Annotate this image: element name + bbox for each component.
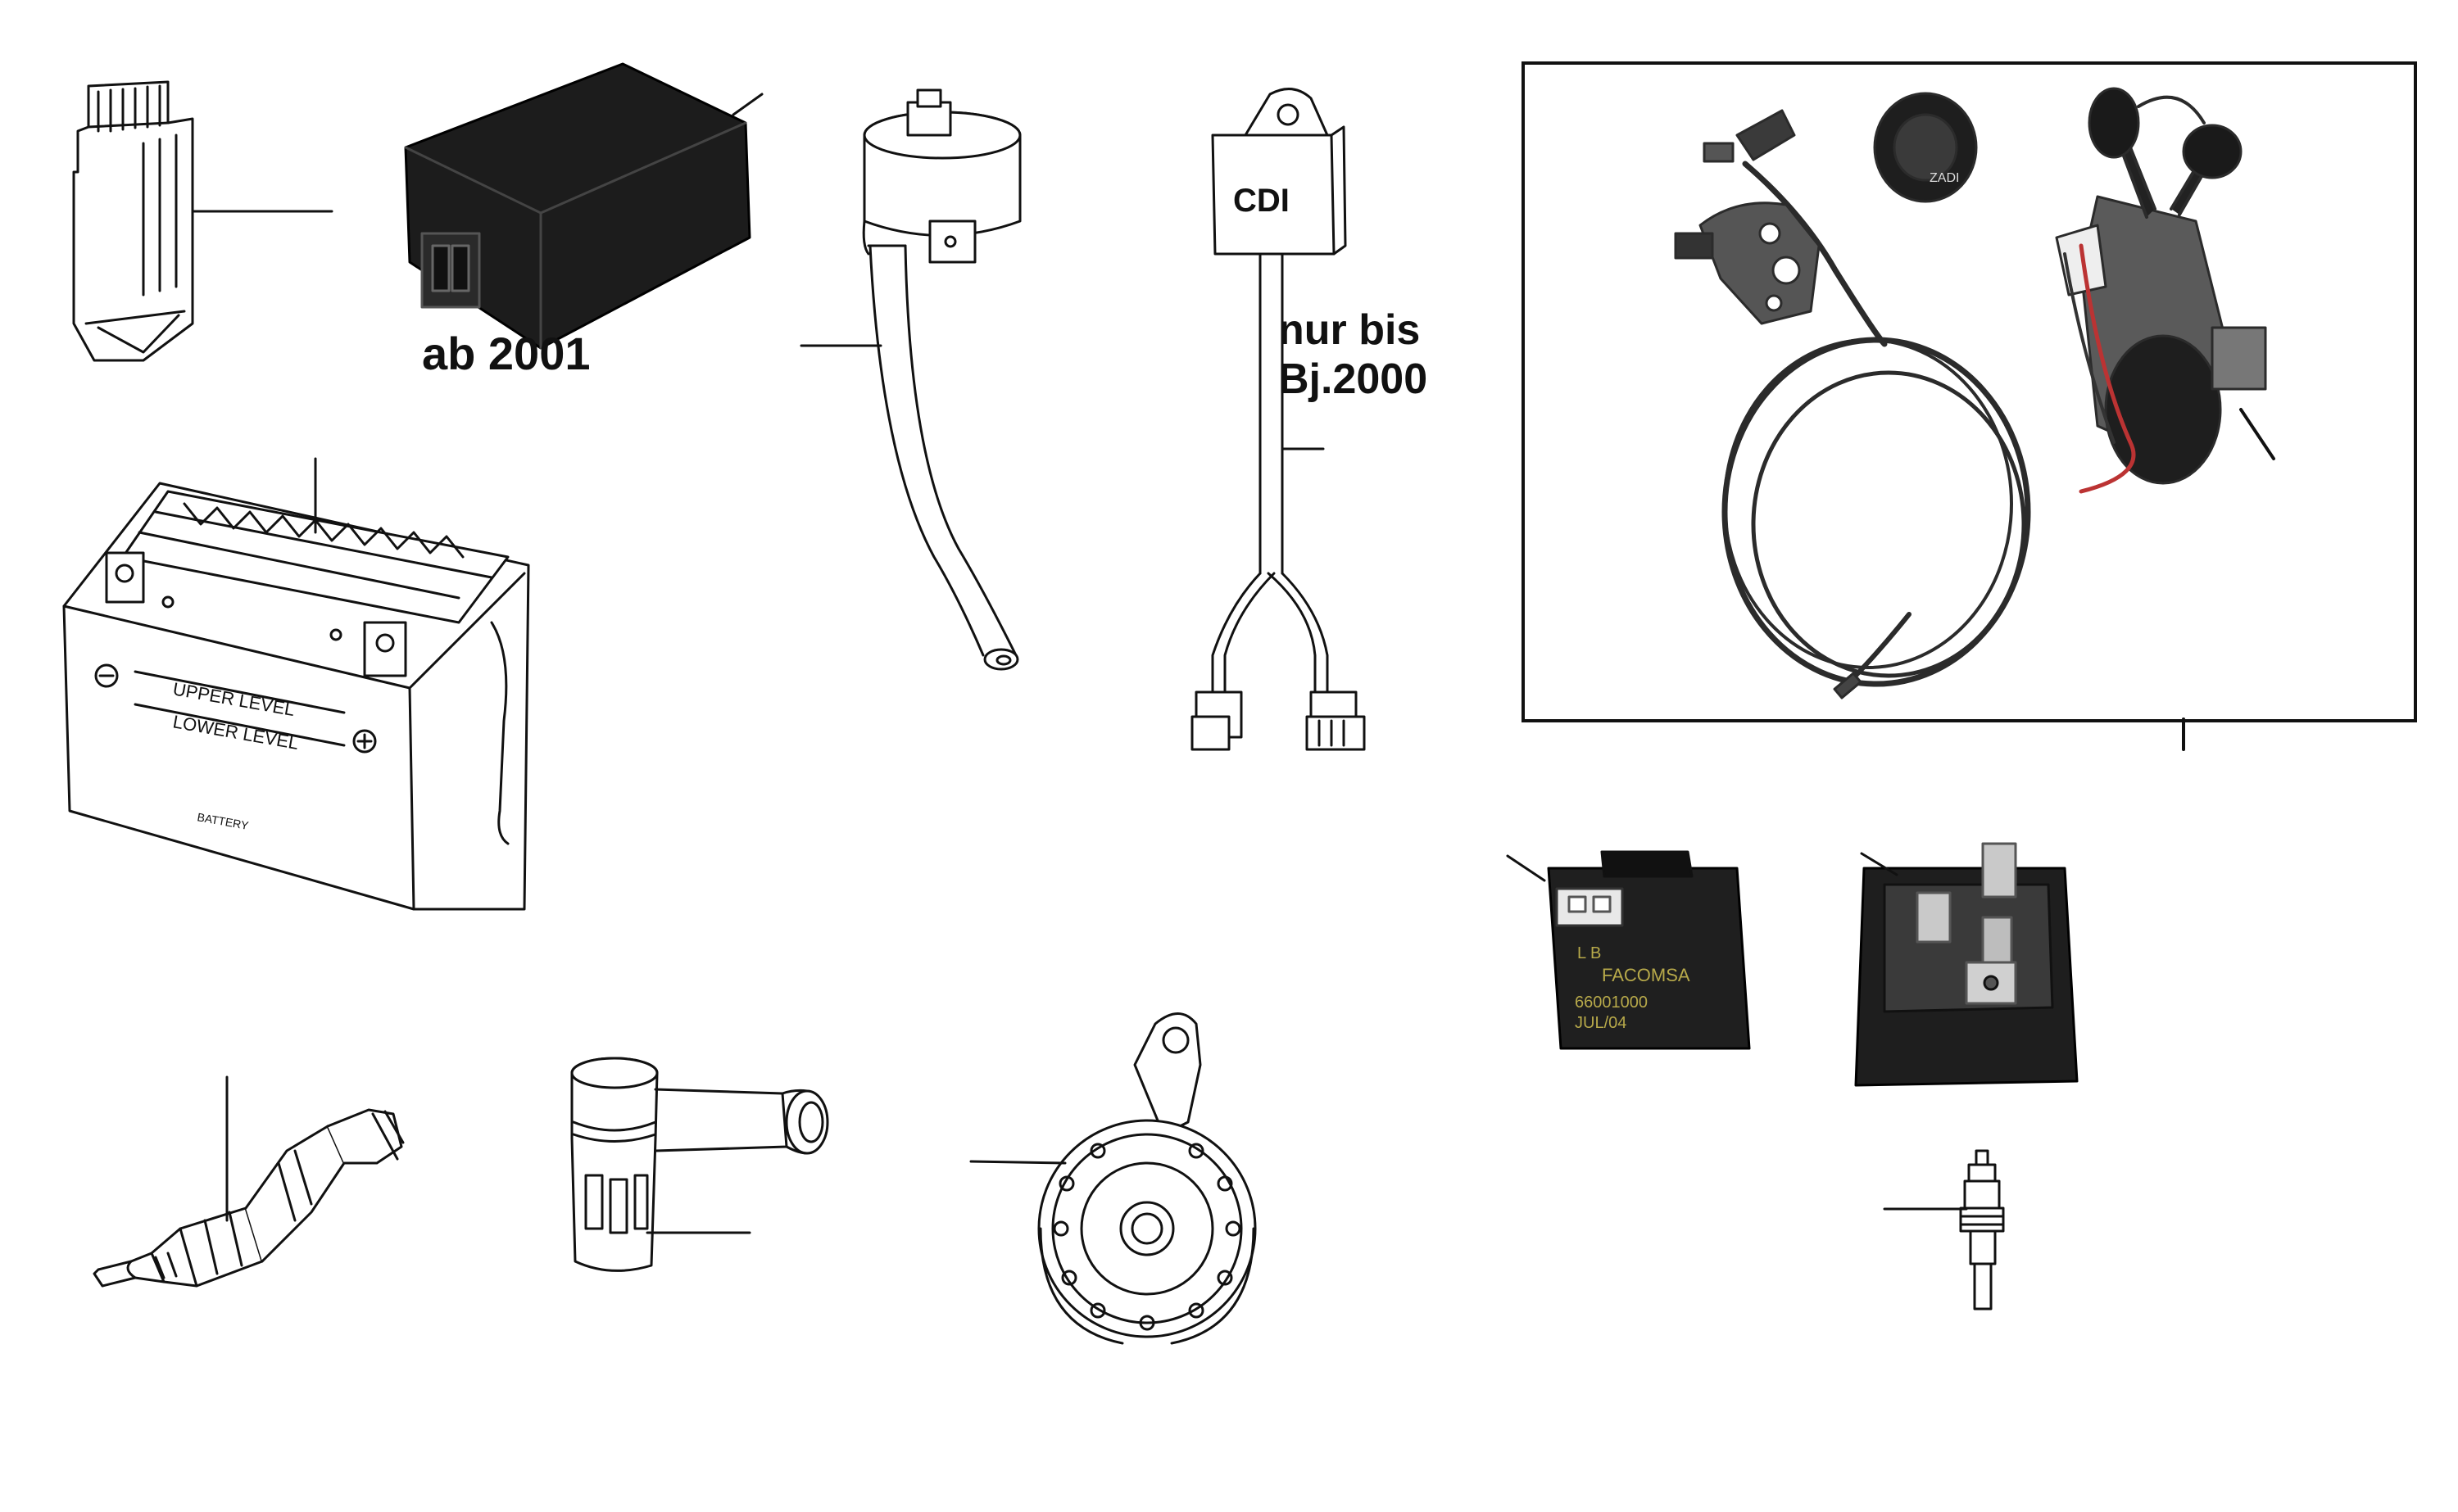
key-switch-set-frame [1522,61,2417,722]
cdi-until-2000-note-line1: nur bis [1278,306,1421,354]
relay-brand-label: FACOMSA [1602,965,1690,985]
cdi-until-2000-note: nur bis Bj.2000 [1278,306,1427,405]
cdi-until-2000-note-line2: Bj.2000 [1278,355,1428,403]
relay-date-label: JUL/04 [1575,1014,1626,1032]
ignition-coil-part [800,88,1022,671]
brake-light-switch-part [1883,1149,2005,1311]
cdi-module-until-2000: CDI [1190,88,1366,751]
flasher-relay-part: L B FACOMSA 66001000 JUL/04 [1506,850,1751,1050]
horn-part [969,1012,1257,1345]
cdi-2001-note: ab 2001 [422,328,591,379]
cdi-box-label: CDI [1233,183,1290,219]
starter-relay-part [1854,842,2079,1087]
relay-pins-label: L B [1577,944,1601,962]
cdi-module-2001 [404,62,764,350]
leader-line [969,1160,1067,1165]
leader-line [732,93,764,116]
voltage-regulator-part [72,80,333,362]
leader-line [1506,854,1546,882]
ignition-cap-label: ZADI [1930,171,1959,185]
leader-line [2239,408,2275,460]
key-switch-set-part: ZADI [1674,87,2275,699]
leader-line [1860,852,1898,876]
spark-plug-part [93,1075,405,1288]
relay-part-number-label: 66001000 [1575,994,1648,1012]
battery-part: UPPER LEVEL LOWER LEVEL BATTERY [62,457,530,911]
spark-plug-cap-part [570,1057,829,1272]
